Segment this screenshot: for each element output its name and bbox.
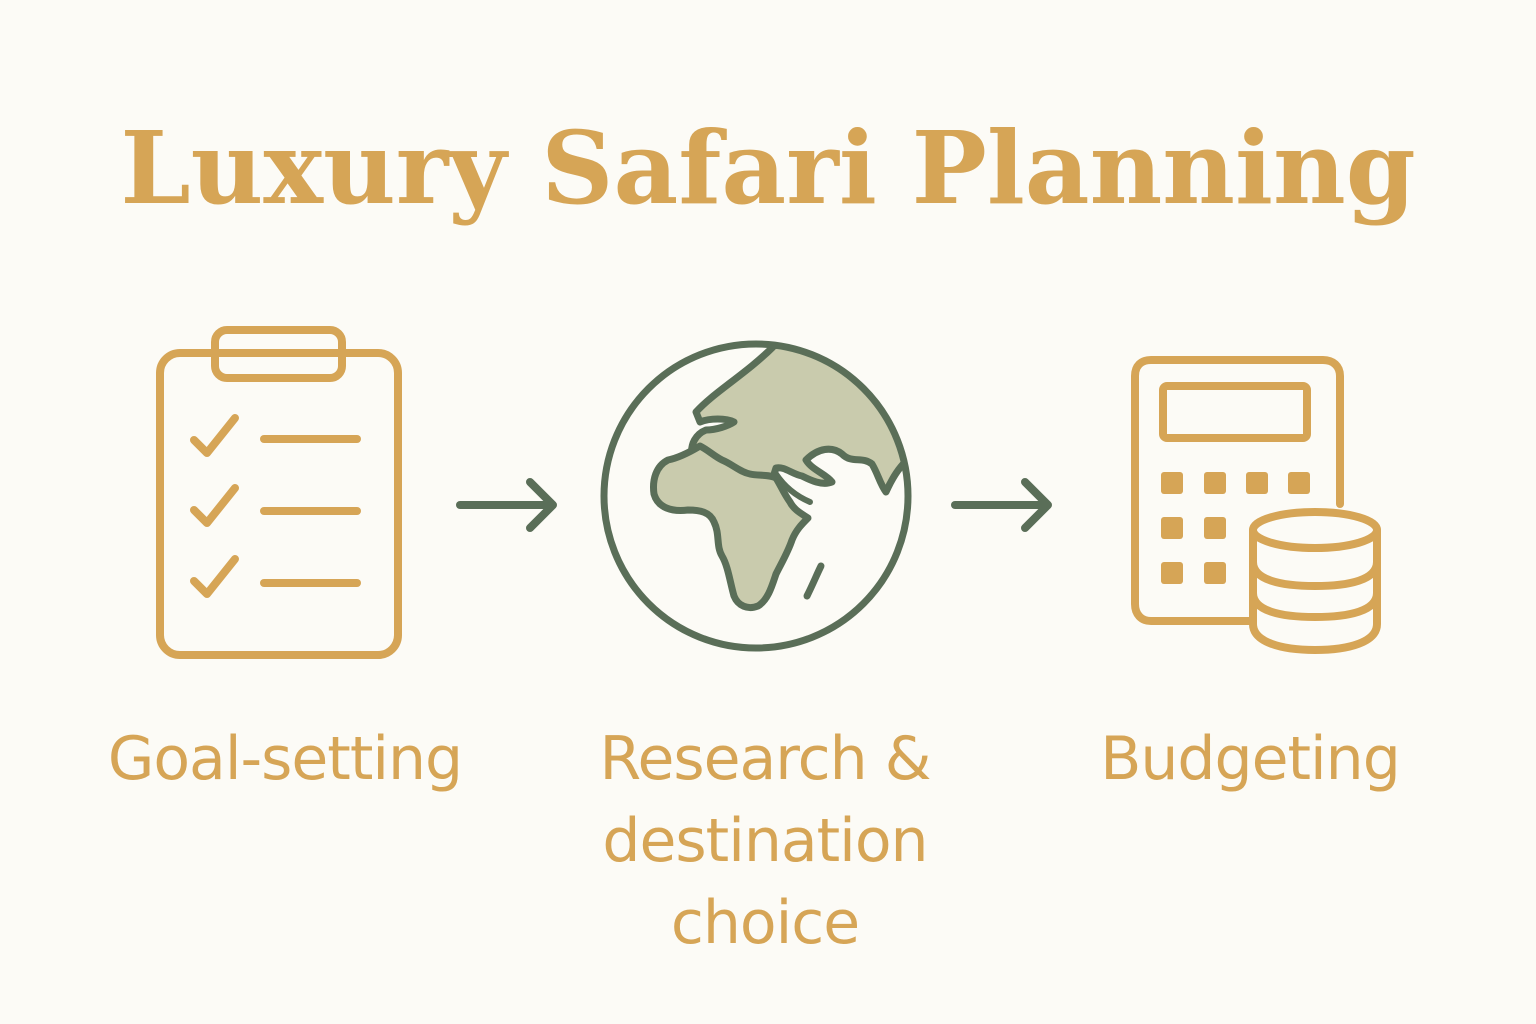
clipboard-checklist-icon bbox=[150, 322, 410, 667]
calculator-coins-icon bbox=[1125, 352, 1390, 657]
step-label-budgeting: Budgeting bbox=[1100, 724, 1401, 794]
globe-icon bbox=[596, 334, 926, 664]
arrow-right-icon bbox=[950, 475, 1060, 535]
step-label-research: Research & destination choice bbox=[599, 724, 931, 958]
arrow-right-icon bbox=[455, 475, 565, 535]
step-label-goal-setting: Goal-setting bbox=[107, 724, 463, 794]
diagram-title: Luxury Safari Planning bbox=[120, 109, 1416, 227]
